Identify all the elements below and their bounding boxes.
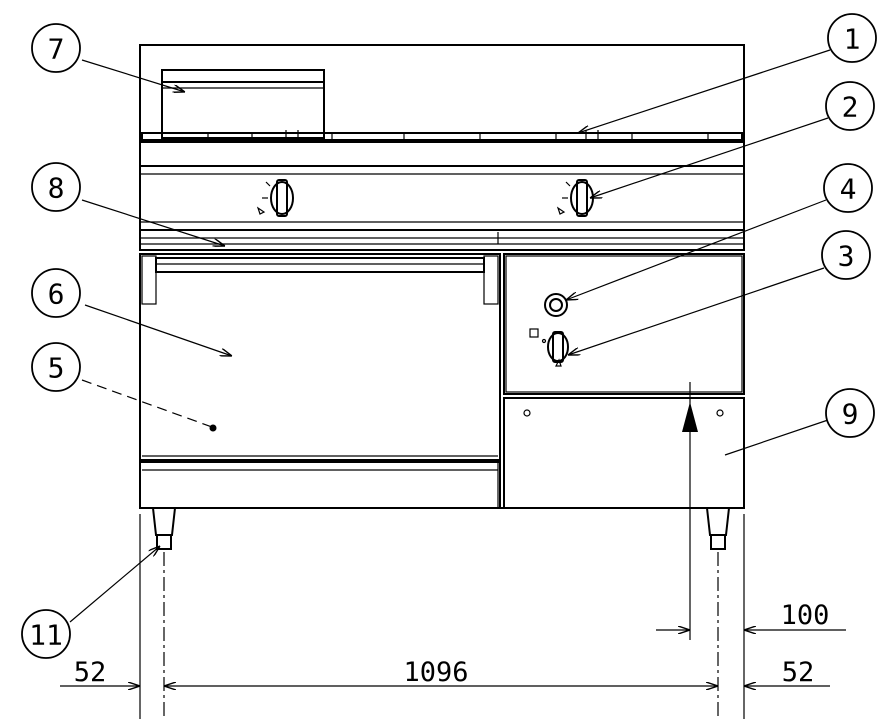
leader-lines	[69, 49, 831, 623]
callout-label: 2	[842, 91, 859, 124]
dimension-right-offset: 52	[782, 657, 815, 688]
callout-label: 9	[842, 398, 859, 431]
callout-11: 11	[21, 609, 71, 659]
oven-control-panel	[503, 253, 745, 395]
oven	[139, 253, 501, 461]
cabinet-door	[503, 397, 745, 509]
burner-knob-right	[556, 179, 594, 217]
control-panel	[139, 165, 745, 231]
dimension-left-offset: 52	[74, 657, 107, 688]
callout-4: 4	[823, 163, 873, 213]
callout-label: 8	[48, 172, 65, 205]
callout-2: 2	[825, 81, 875, 131]
callout-3: 3	[821, 230, 871, 280]
callout-label: 4	[840, 173, 857, 206]
foot-left	[152, 507, 176, 550]
callout-9: 9	[825, 388, 875, 438]
callout-5: 5	[31, 342, 81, 392]
dimension-width-between-feet: 1096	[403, 657, 468, 688]
plinth	[139, 461, 744, 509]
range-body	[139, 44, 745, 550]
callout-6: 6	[31, 268, 81, 318]
foot-right	[706, 507, 730, 550]
top-rim	[139, 141, 745, 167]
dimension-lines	[60, 382, 846, 719]
callout-label: 3	[838, 240, 855, 273]
callout-8: 8	[31, 162, 81, 212]
callout-label: 1	[844, 23, 861, 56]
callout-label: 5	[48, 352, 65, 385]
callout-label: 7	[48, 33, 65, 66]
callout-label: 11	[29, 619, 63, 652]
callout-1: 1	[827, 13, 877, 63]
thermostat-knob	[529, 328, 569, 367]
back-panel	[139, 44, 745, 141]
callout-label: 6	[48, 278, 65, 311]
fry-top	[161, 69, 325, 139]
dimension-right-inset: 100	[781, 600, 830, 631]
callout-7: 7	[31, 23, 81, 73]
burner-knob-left	[256, 179, 294, 217]
bar-rail	[139, 229, 745, 251]
indicator-lamp-icon	[544, 293, 568, 317]
